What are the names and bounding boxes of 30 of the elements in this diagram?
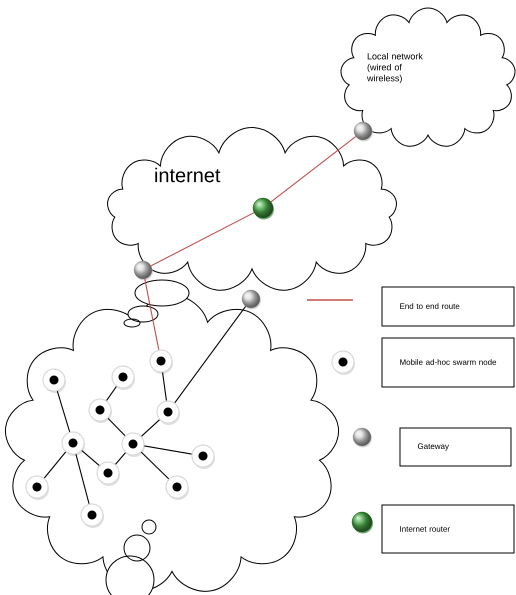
route-line [150,212,254,266]
link-line [115,452,126,465]
cloud-label: internet [155,168,220,182]
swarm-node-icon [165,475,189,500]
link-line [162,372,167,401]
link-line [141,419,160,437]
link-line [144,445,192,455]
swarm-node-icon [61,431,85,456]
link-line [108,418,126,436]
link-line [75,454,90,504]
swarm-node-icon [111,365,135,390]
link-line [106,386,117,401]
link-line [44,452,66,478]
swarm-node-icon [191,444,215,469]
swarm-node-icon [42,368,66,393]
swarm-node-icon [88,398,112,423]
swarm-node-icon [96,461,120,486]
cloud-label: Local network (wired of wireless) [366,52,423,84]
swarm-node-icon [149,349,173,374]
swarm-node-icon [121,432,145,457]
link-line [174,306,246,403]
swarm-node-icon [80,503,104,528]
swarm-node-icon [156,400,180,425]
link-line [81,450,100,466]
link-line [140,452,170,480]
cloud-shape [340,8,516,147]
swarm-node-icon [25,475,49,500]
cloud-shape [107,127,397,291]
route-line [144,278,160,350]
link-line [56,390,70,432]
